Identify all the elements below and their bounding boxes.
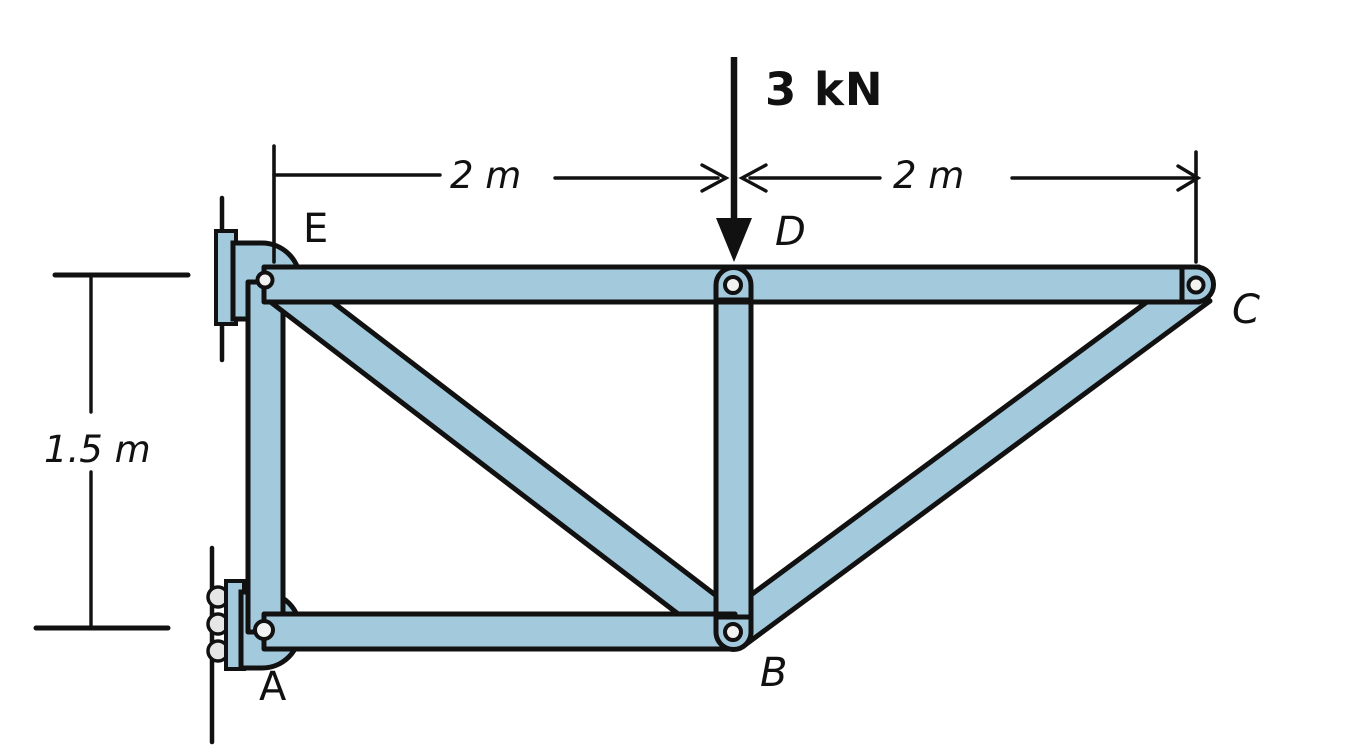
applied-load-3kN — [716, 57, 752, 262]
joint-B-pin — [723, 622, 743, 642]
dimension-span-right: 2 m — [738, 154, 1202, 197]
member-ED-top-chord — [261, 264, 738, 305]
dimension-height-left: 1.5 m — [33, 272, 191, 631]
truss-joints — [253, 264, 1216, 652]
dim-right-arrowhead-left — [738, 163, 768, 193]
dimension-label-height: 1.5 m — [44, 428, 151, 471]
truss-members — [245, 264, 1213, 652]
joint-label-B: B — [760, 650, 787, 696]
joint-label-D: D — [775, 209, 806, 255]
joint-label-E: E — [303, 206, 328, 252]
dimension-label-left: 2 m — [450, 154, 521, 197]
joint-D-pin — [723, 275, 743, 295]
member-EA-left-vertical — [245, 279, 286, 635]
joint-label-A: A — [259, 664, 287, 710]
dim-right-arrowhead-right — [1176, 164, 1202, 192]
dimension-extension-lines — [272, 144, 1198, 264]
member-DC-top-chord — [727, 264, 1202, 305]
member-AB-bottom-chord — [261, 611, 738, 652]
dim-left-arrowhead — [700, 163, 730, 193]
joint-A-pin — [253, 619, 275, 641]
load-magnitude-label: 3 kN — [765, 63, 884, 116]
joint-label-C: C — [1232, 287, 1260, 333]
joint-C-pin — [1186, 275, 1206, 295]
joint-E-pin — [255, 270, 275, 290]
member-DB-vertical — [713, 282, 754, 636]
load-arrow-head — [716, 218, 752, 262]
member-BC-diagonal — [714, 273, 1213, 648]
member-EB-diagonal — [261, 268, 751, 649]
dimension-label-right: 2 m — [893, 154, 964, 197]
dimension-span-left: 2 m — [272, 154, 730, 197]
